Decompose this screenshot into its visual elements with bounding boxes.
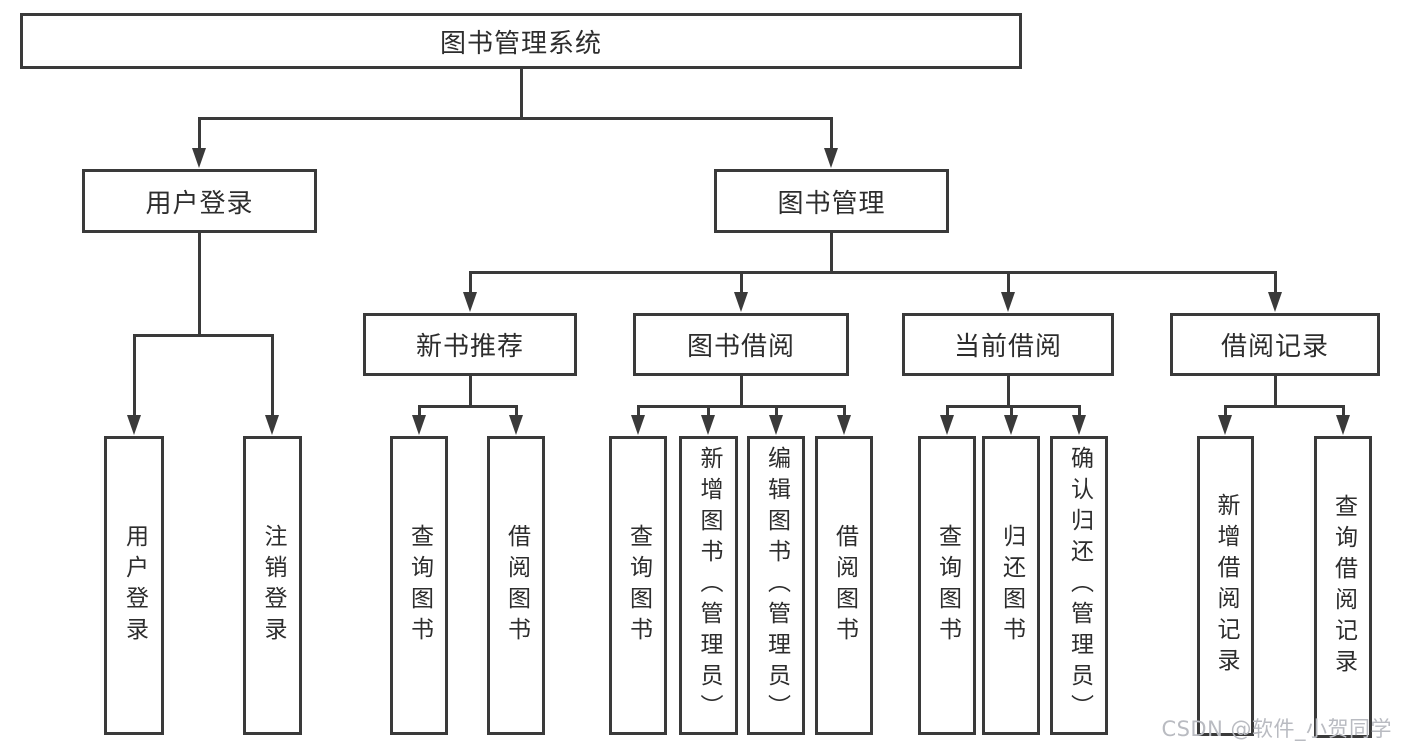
connector-line <box>417 404 518 408</box>
connector-line <box>197 232 201 337</box>
connector-line <box>468 270 1277 274</box>
connector-line <box>1273 375 1277 408</box>
connector-line <box>1223 406 1227 421</box>
arrowhead-down <box>940 415 954 435</box>
arrowhead-down <box>824 148 838 168</box>
connector-line <box>842 406 846 421</box>
arrowhead-down <box>734 292 748 312</box>
connector-line <box>417 406 421 421</box>
node-label-query-books-current: 查询图书 <box>934 523 961 648</box>
node-label-return-books: 归还图书 <box>998 523 1025 648</box>
connector-line <box>945 406 949 421</box>
csdn-watermark: CSDN @软件_小贺同学 <box>1161 717 1392 741</box>
connector-line <box>774 406 778 421</box>
connector-line <box>270 335 274 421</box>
arrowhead-down <box>701 415 715 435</box>
node-current-borrowing: 当前借阅 <box>902 313 1114 376</box>
node-new-book-recommend: 新书推荐 <box>363 313 577 376</box>
arrowhead-down <box>1001 292 1015 312</box>
node-label-query-books-borrowing: 查询图书 <box>625 523 652 648</box>
node-label-library-system-root: 图书管理系统 <box>439 28 602 59</box>
node-add-books-admin: 新增图书（管理员） <box>679 436 738 735</box>
arrowhead-down <box>837 415 851 435</box>
connector-line <box>945 404 1081 408</box>
connector-line <box>739 272 743 298</box>
node-label-book-management: 图书管理 <box>777 188 886 219</box>
node-user-login-leaf: 用户登录 <box>104 436 164 735</box>
arrowhead-down <box>412 415 426 435</box>
arrowhead-down <box>127 415 141 435</box>
arrowhead-down <box>509 415 523 435</box>
node-query-books-current: 查询图书 <box>918 436 976 735</box>
connector-line <box>829 232 833 274</box>
node-book-borrowing: 图书借阅 <box>633 313 849 376</box>
connector-line <box>468 375 472 408</box>
arrowhead-down <box>1218 415 1232 435</box>
node-label-new-book-recommend: 新书推荐 <box>415 332 524 362</box>
node-return-books: 归还图书 <box>982 436 1040 735</box>
node-label-book-borrowing: 图书借阅 <box>686 332 795 362</box>
node-query-books-borrowing: 查询图书 <box>609 436 667 735</box>
connector-line <box>519 68 523 120</box>
connector-line <box>197 118 201 154</box>
node-query-borrowing-record: 查询借阅记录 <box>1314 436 1372 738</box>
node-user-login: 用户登录 <box>82 169 317 233</box>
node-label-edit-books-admin: 编辑图书（管理员） <box>763 446 790 725</box>
arrowhead-down <box>631 415 645 435</box>
connector-line <box>132 333 274 337</box>
node-label-user-login-leaf: 用户登录 <box>121 523 148 648</box>
node-logout-leaf: 注销登录 <box>243 436 302 735</box>
arrowhead-down <box>1004 415 1018 435</box>
arrowhead-down <box>1336 415 1350 435</box>
connector-line <box>1273 272 1277 298</box>
node-label-query-borrowing-record: 查询借阅记录 <box>1330 494 1357 680</box>
node-confirm-return-admin: 确认归还（管理员） <box>1050 436 1108 735</box>
node-add-borrowing-record: 新增借阅记录 <box>1197 436 1254 736</box>
node-label-add-books-admin: 新增图书（管理员） <box>696 446 722 725</box>
connector-line <box>1006 272 1010 298</box>
node-label-borrowing-records: 借阅记录 <box>1220 332 1329 362</box>
connector-line <box>132 335 136 421</box>
node-label-current-borrowing: 当前借阅 <box>953 332 1062 362</box>
arrowhead-down <box>265 415 279 435</box>
connector-line <box>829 118 833 154</box>
node-label-logout-leaf: 注销登录 <box>260 523 286 648</box>
node-edit-books-admin: 编辑图书（管理员） <box>747 436 805 735</box>
arrowhead-down <box>463 292 477 312</box>
connector-line <box>739 375 743 408</box>
node-borrow-books-borrowing: 借阅图书 <box>815 436 873 735</box>
connector-line <box>636 404 846 408</box>
node-query-books-recommend: 查询图书 <box>390 436 448 735</box>
connector-line <box>1077 406 1081 421</box>
node-library-system-root: 图书管理系统 <box>20 13 1022 69</box>
arrowhead-down <box>769 415 783 435</box>
node-label-query-books-recommend: 查询图书 <box>406 523 433 648</box>
node-label-borrow-books-recommend: 借阅图书 <box>503 523 530 648</box>
arrowhead-down <box>1072 415 1086 435</box>
connector-line <box>197 116 833 120</box>
connector-line <box>514 406 518 421</box>
node-label-user-login: 用户登录 <box>145 188 254 219</box>
node-borrowing-records: 借阅记录 <box>1170 313 1380 376</box>
node-label-borrow-books-borrowing: 借阅图书 <box>831 523 858 648</box>
connector-line <box>1006 375 1010 408</box>
connector-line <box>1223 404 1345 408</box>
arrowhead-down <box>192 148 206 168</box>
arrowhead-down <box>1268 292 1282 312</box>
connector-line <box>636 406 640 421</box>
connector-line <box>1009 406 1013 421</box>
connector-line <box>706 406 710 421</box>
node-label-confirm-return-admin: 确认归还（管理员） <box>1066 446 1093 725</box>
connector-line <box>1341 406 1345 421</box>
node-label-add-borrowing-record: 新增借阅记录 <box>1213 493 1239 679</box>
node-borrow-books-recommend: 借阅图书 <box>487 436 545 735</box>
connector-line <box>468 272 472 298</box>
node-book-management: 图书管理 <box>714 169 949 233</box>
